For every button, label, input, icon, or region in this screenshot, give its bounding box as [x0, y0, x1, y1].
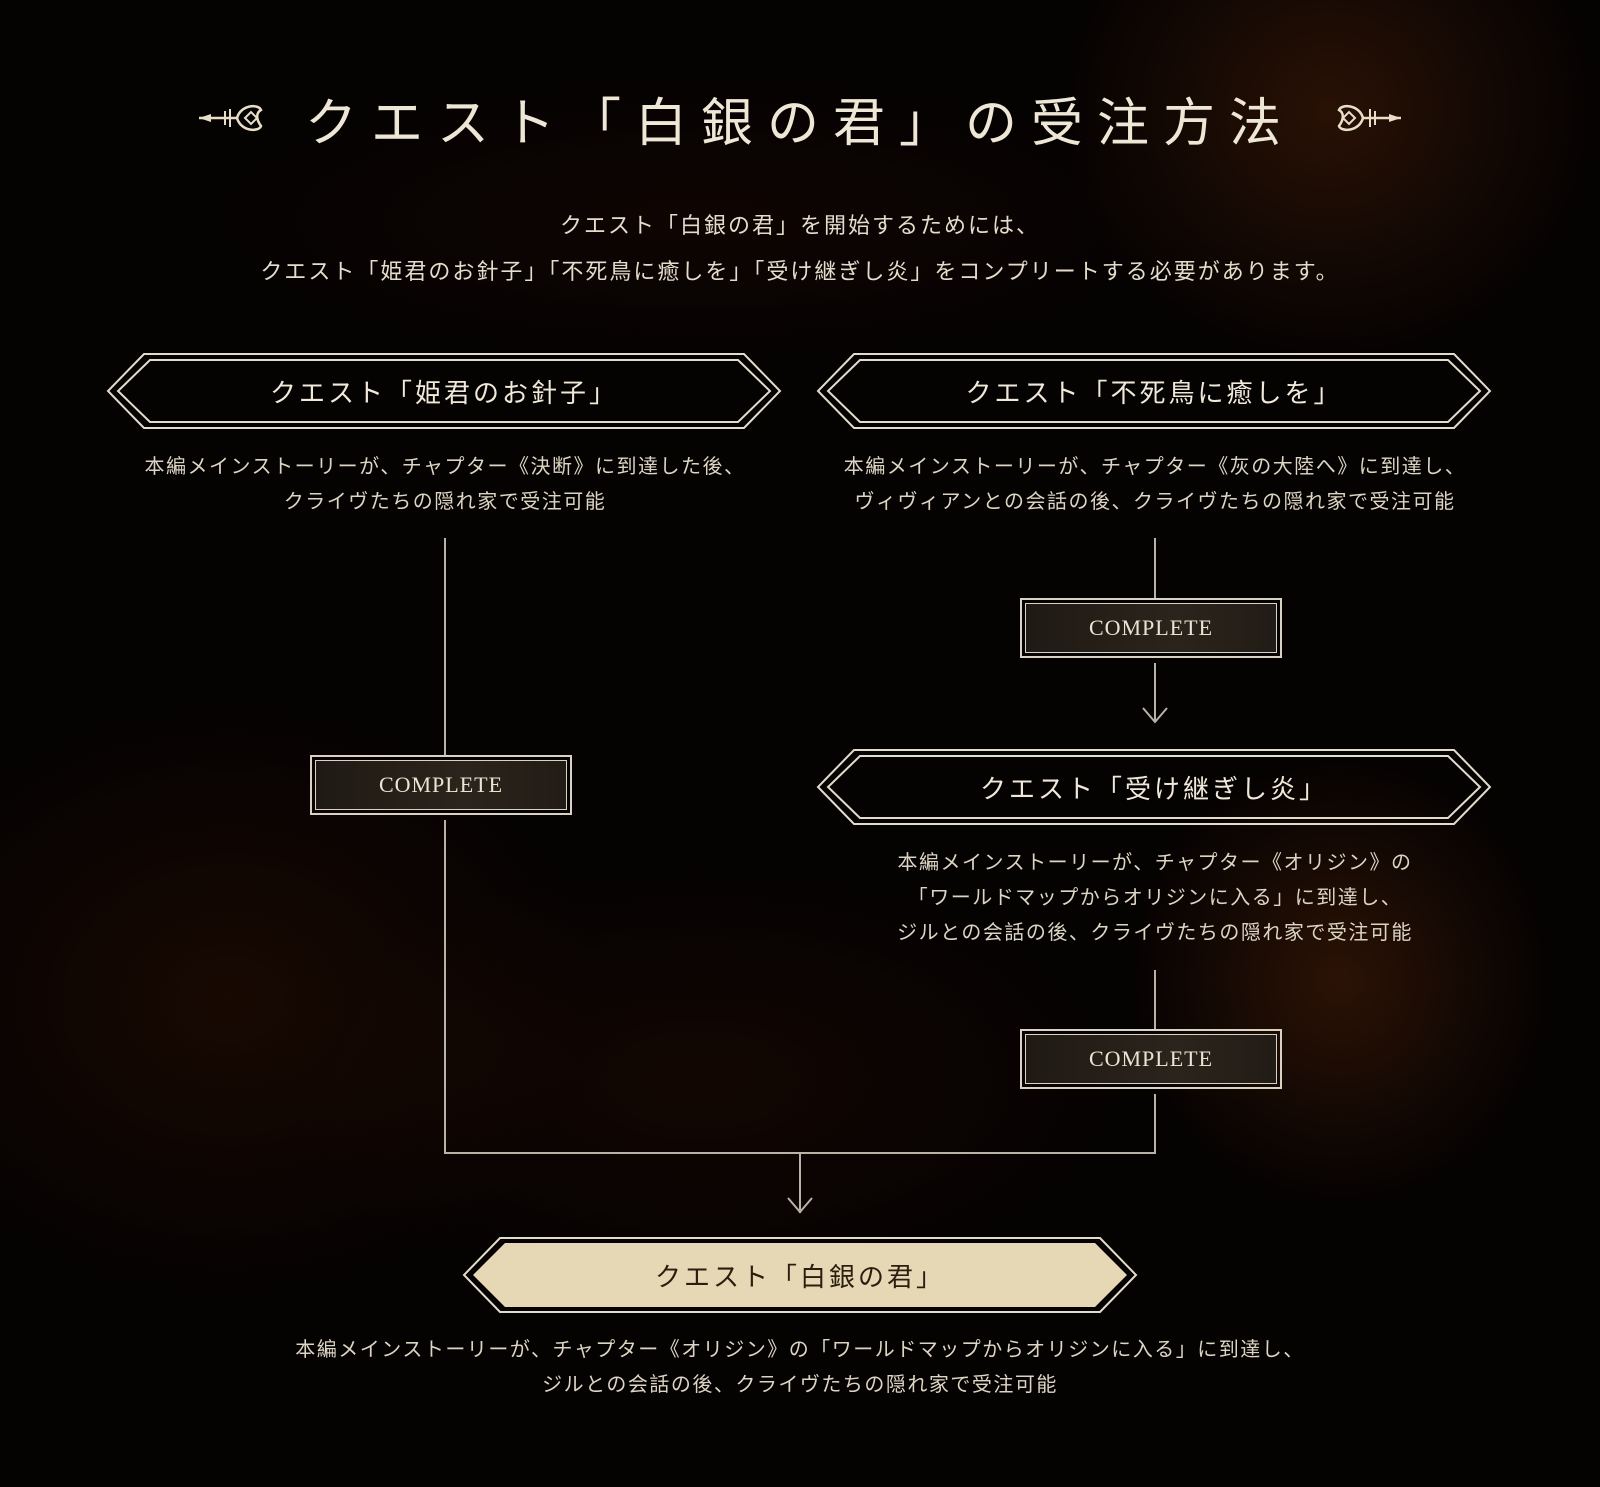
desc-line: 本編メインストーリーが、チャプター《決断》に到達した後、: [144, 454, 746, 478]
hexagon-frame: [816, 749, 1492, 825]
complete-badge: COMPLETE: [310, 755, 572, 815]
complete-badge: COMPLETE: [1020, 1029, 1282, 1089]
connector-line: [444, 820, 446, 1153]
page-header: クエスト「白銀の君」の受注方法: [0, 78, 1600, 158]
intro-line-2: クエスト「姫君のお針子」「不死鳥に癒しを」「受け継ぎし炎」をコンプリートする必要…: [260, 260, 1340, 285]
desc-line: ヴィヴィアンとの会話の後、クライヴたちの隠れ家で受注可能: [854, 489, 1456, 513]
connector-line: [444, 538, 446, 756]
connector-line: [1154, 663, 1156, 721]
intro-line-1: クエスト「白銀の君」を開始するためには、: [559, 214, 1040, 239]
connector-line: [1154, 1094, 1156, 1153]
connector-line: [799, 1153, 801, 1213]
page-title: クエスト「白銀の君」の受注方法: [304, 93, 1295, 154]
quest-description: 本編メインストーリーが、チャプター《決断》に到達した後、 クライヴたちの隠れ家で…: [90, 449, 800, 519]
complete-label: COMPLETE: [1025, 603, 1277, 653]
desc-line: クライヴたちの隠れ家で受注可能: [283, 489, 607, 513]
quest-description: 本編メインストーリーが、チャプター《灰の大陸へ》に到達し、 ヴィヴィアンとの会話…: [800, 449, 1510, 519]
quest-box-silver-lord: クエスト「白銀の君」: [462, 1236, 1138, 1314]
hexagon-frame: [106, 353, 782, 429]
quest-box-inherited-flame: クエスト「受け継ぎし炎」: [816, 748, 1492, 826]
quest-box-princess-seamstress: クエスト「姫君のお針子」: [106, 352, 782, 430]
complete-label: COMPLETE: [1025, 1034, 1277, 1084]
quest-title: クエスト「姫君のお針子」: [269, 378, 618, 409]
arrow-down-icon: [787, 1197, 813, 1214]
final-quest-description: 本編メインストーリーが、チャプター《オリジン》の「ワールドマップからオリジンに入…: [150, 1332, 1450, 1402]
arrow-down-icon: [1142, 707, 1168, 724]
desc-line: 本編メインストーリーが、チャプター《オリジン》の「ワールドマップからオリジンに入…: [295, 1337, 1305, 1361]
ornament-arrow-left-icon: [198, 104, 263, 132]
quest-title: クエスト「白銀の君」: [654, 1262, 945, 1293]
hexagon-frame: [816, 353, 1492, 429]
ornament-arrow-right-icon: [1337, 104, 1401, 132]
quest-box-phoenix-healing: クエスト「不死鳥に癒しを」: [816, 352, 1492, 430]
desc-line: 「ワールドマップからオリジンに入る」に到達し、: [907, 885, 1403, 909]
quest-description: 本編メインストーリーが、チャプター《オリジン》の 「ワールドマップからオリジンに…: [800, 845, 1510, 950]
desc-line: 本編メインストーリーが、チャプター《灰の大陸へ》に到達し、: [843, 454, 1467, 478]
intro-text: クエスト「白銀の君」を開始するためには、 クエスト「姫君のお針子」「不死鳥に癒し…: [0, 204, 1600, 296]
connector-line: [1154, 970, 1156, 1030]
desc-line: ジルとの会話の後、クライヴたちの隠れ家で受注可能: [897, 920, 1413, 944]
connector-line: [1154, 538, 1156, 599]
quest-title: クエスト「不死鳥に癒しを」: [965, 378, 1343, 409]
desc-line: ジルとの会話の後、クライヴたちの隠れ家で受注可能: [542, 1372, 1058, 1396]
complete-label: COMPLETE: [315, 760, 567, 810]
complete-badge: COMPLETE: [1020, 598, 1282, 658]
desc-line: 本編メインストーリーが、チャプター《オリジン》の: [897, 850, 1413, 874]
quest-title: クエスト「受け継ぎし炎」: [979, 774, 1328, 805]
hexagon-frame: [462, 1237, 1138, 1313]
